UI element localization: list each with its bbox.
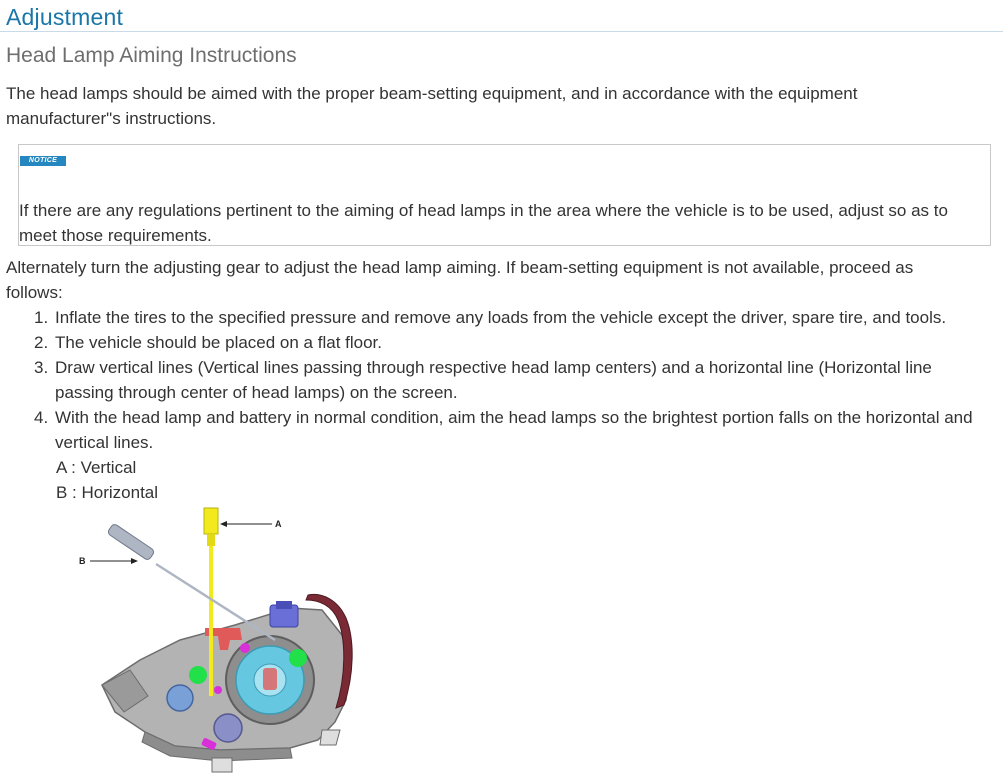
- legend-item-vertical: A : Vertical: [56, 458, 137, 477]
- procedure-step: 4. With the head lamp and battery in nor…: [34, 405, 994, 455]
- notice-text: If there are any regulations pertinent t…: [19, 201, 948, 245]
- step-number: 4.: [34, 408, 49, 427]
- headlamp-aiming-figure: A B: [60, 500, 370, 781]
- step-number: 1.: [34, 308, 49, 327]
- procedure-steps: 1. Inflate the tires to the specified pr…: [34, 305, 994, 455]
- callout-b-label: B: [79, 556, 86, 566]
- vertical-tool-shaft: [209, 546, 213, 696]
- subsection-title: Head Lamp Aiming Instructions: [6, 44, 297, 67]
- step-number: 3.: [34, 358, 49, 377]
- procedure-step: 2. The vehicle should be placed on a fla…: [34, 330, 994, 355]
- callout-a-label: A: [275, 519, 282, 529]
- vertical-tool-handle: [203, 507, 219, 535]
- magenta-marker-bottom: [201, 738, 217, 750]
- step-number: 2.: [34, 333, 49, 352]
- bottom-mount: [211, 757, 233, 773]
- housing-bottom-rail: [141, 731, 293, 762]
- housing-left-block: [101, 669, 149, 713]
- green-marker-right: [289, 649, 307, 667]
- upper-adjuster-cap: [276, 601, 292, 609]
- bottom-round-cap: [213, 713, 243, 743]
- procedure-intro: Alternately turn the adjusting gear to a…: [6, 258, 914, 302]
- red-accent-bracket: [205, 628, 242, 650]
- vertical-tool-collar: [207, 534, 215, 546]
- left-adjuster: [166, 684, 194, 712]
- step-text: With the head lamp and battery in normal…: [55, 408, 973, 452]
- step-text: Inflate the tires to the specified press…: [55, 308, 947, 327]
- right-mount-bracket: [319, 729, 341, 746]
- procedure-step: 1. Inflate the tires to the specified pr…: [34, 305, 994, 330]
- notice-box: NOTICE If there are any regulations pert…: [18, 144, 991, 246]
- magenta-marker-mid: [214, 686, 222, 694]
- headlamp-bezel: [305, 593, 353, 709]
- magenta-marker-top: [240, 643, 250, 653]
- headlamp-bulb: [263, 668, 277, 690]
- legend-item-horizontal: B : Horizontal: [56, 483, 159, 502]
- section-divider: [0, 31, 1003, 32]
- callout-b-arrowhead: [131, 558, 138, 564]
- intro-paragraph: The head lamps should be aimed with the …: [6, 84, 858, 128]
- horizontal-tool-shaft: [155, 562, 276, 642]
- horizontal-tool-handle: [107, 524, 155, 560]
- step-text: Draw vertical lines (Vertical lines pass…: [55, 358, 932, 402]
- section-title: Adjustment: [6, 4, 124, 30]
- headlamp-diagram: A B: [79, 507, 353, 773]
- green-marker-left: [189, 666, 207, 684]
- step-text: The vehicle should be placed on a flat f…: [55, 333, 382, 352]
- notice-badge: NOTICE: [20, 156, 66, 166]
- figure-legend: A : Vertical B : Horizontal: [56, 455, 158, 505]
- procedure-step: 3. Draw vertical lines (Vertical lines p…: [34, 355, 994, 405]
- callout-a-arrowhead: [220, 521, 227, 527]
